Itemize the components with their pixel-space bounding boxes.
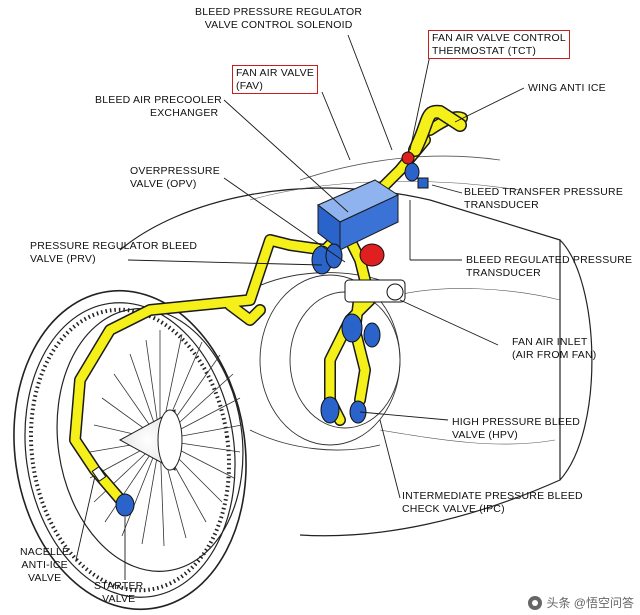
fav-valve	[404, 162, 420, 182]
tct-thermostat	[401, 151, 415, 165]
label-wing-anti-ice: WING ANTI ICE	[528, 82, 606, 94]
label-nacelle: NACELLE ANTI-ICE VALVE	[20, 546, 70, 584]
watermark-logo-icon	[528, 595, 543, 610]
label-opv: OVERPRESSURE VALVE (OPV)	[130, 165, 220, 190]
label-bleed-transfer: BLEED TRANSFER PRESSURE TRANSDUCER	[464, 186, 624, 211]
label-fan-air-inlet: FAN AIR INLET (AIR FROM FAN)	[512, 336, 597, 361]
starter-valve	[115, 493, 135, 517]
bleed-transfer-transducer	[417, 177, 429, 189]
spinner-cone	[118, 409, 183, 471]
label-bleed-regulated: BLEED REGULATED PRESSURE TRANSDUCER	[466, 254, 633, 279]
engine-core	[249, 272, 401, 451]
engine-nacelle	[119, 155, 593, 537]
prv-valve	[311, 243, 343, 275]
precooler-exchanger	[317, 179, 400, 252]
label-ipc: INTERMEDIATE PRESSURE BLEED CHECK VALVE …	[402, 490, 583, 515]
label-precooler: BLEED AIR PRECOOLER EXCHANGER	[95, 94, 222, 119]
label-tct: FAN AIR VALVE CONTROL THERMOSTAT (TCT)	[428, 30, 570, 59]
watermark-text: 头条 @悟空问答	[546, 596, 634, 610]
label-fav: FAN AIR VALVE (FAV)	[232, 65, 319, 94]
opv-valve	[359, 243, 385, 267]
watermark: 头条 @悟空问答	[528, 594, 634, 611]
fan-inlet-cowl	[13, 289, 247, 611]
ipc-valve	[341, 313, 381, 348]
hpv-valve	[320, 396, 367, 424]
leader-lines	[75, 34, 525, 580]
label-solenoid: BLEED PRESSURE REGULATOR VALVE CONTROL S…	[195, 6, 363, 31]
pipe-fittings	[91, 279, 406, 482]
label-hpv: HIGH PRESSURE BLEED VALVE (HPV)	[452, 416, 581, 441]
label-starter: STARTER VALVE	[94, 580, 144, 605]
label-prv: PRESSURE REGULATOR BLEED VALVE (PRV)	[30, 240, 198, 265]
